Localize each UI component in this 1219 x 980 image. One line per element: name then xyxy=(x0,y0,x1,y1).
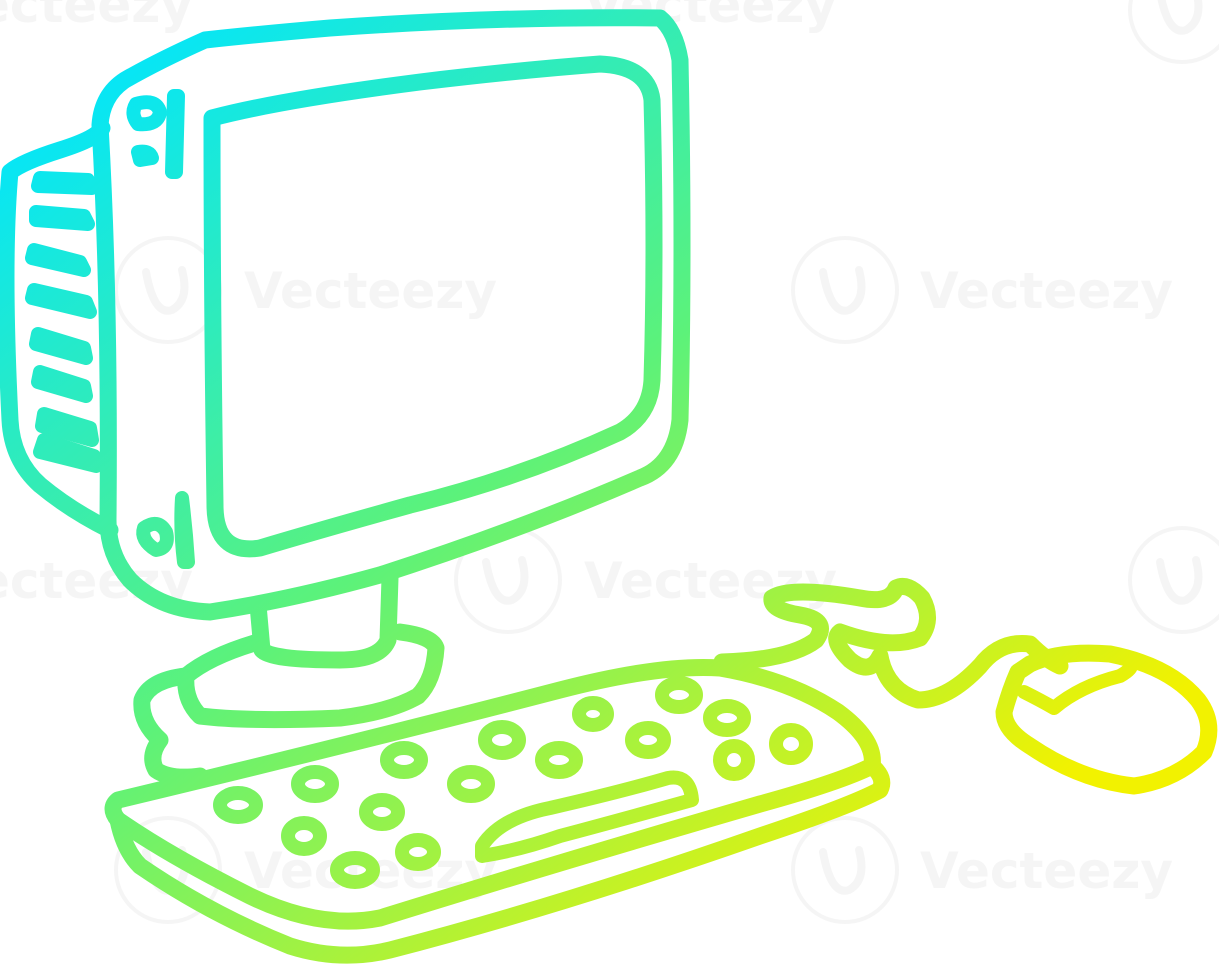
key xyxy=(447,765,495,803)
watermark-text: Vecteezy xyxy=(920,262,1173,320)
key xyxy=(535,741,583,779)
button-small xyxy=(131,144,159,167)
mouse-cable xyxy=(713,577,1069,709)
watermark-logo xyxy=(791,236,899,344)
key xyxy=(703,699,751,737)
key xyxy=(213,786,263,824)
key xyxy=(769,723,813,765)
watermark-layer: Vecteezy Vecteezy Vecteezy Vecteezy Vect… xyxy=(0,0,1219,924)
monitor-base xyxy=(177,623,445,729)
watermark-logo xyxy=(1128,526,1219,634)
bezel-slot-bottom xyxy=(174,491,195,569)
spacebar xyxy=(475,770,699,863)
vent-slots xyxy=(25,171,103,473)
watermark-text: Vecteezy xyxy=(0,0,193,34)
key xyxy=(655,676,703,714)
key xyxy=(625,721,671,759)
keyboard-top xyxy=(104,658,881,930)
watermark-text: Vecteezy xyxy=(584,552,837,610)
watermark-logo xyxy=(791,816,899,924)
monitor-neck xyxy=(249,569,399,669)
keyboard xyxy=(104,658,891,964)
key xyxy=(380,741,428,779)
bezel-details xyxy=(126,89,195,569)
key xyxy=(281,816,327,856)
watermark-text: Vecteezy xyxy=(244,262,497,320)
watermark-text: Vecteezy xyxy=(920,842,1173,900)
key xyxy=(713,739,755,781)
bezel-slot-top xyxy=(165,89,185,179)
keyboard-front-edge xyxy=(109,757,891,964)
monitor-screen xyxy=(203,55,663,558)
mouse xyxy=(713,577,1218,795)
key xyxy=(478,720,526,760)
monitor xyxy=(0,9,691,729)
monitor-side-panel xyxy=(0,119,119,539)
watermark-logo xyxy=(1128,0,1219,64)
key xyxy=(330,851,380,889)
mouse-body xyxy=(995,644,1218,795)
keyboard-cord xyxy=(133,667,209,786)
mouse-button-split xyxy=(1017,657,1138,715)
monitor-front-bezel xyxy=(91,9,691,621)
power-led-top xyxy=(126,95,167,132)
key xyxy=(572,696,614,732)
power-led-bottom xyxy=(136,516,174,557)
key xyxy=(395,833,441,871)
key xyxy=(359,793,405,831)
keys xyxy=(213,676,813,889)
key xyxy=(291,765,339,803)
